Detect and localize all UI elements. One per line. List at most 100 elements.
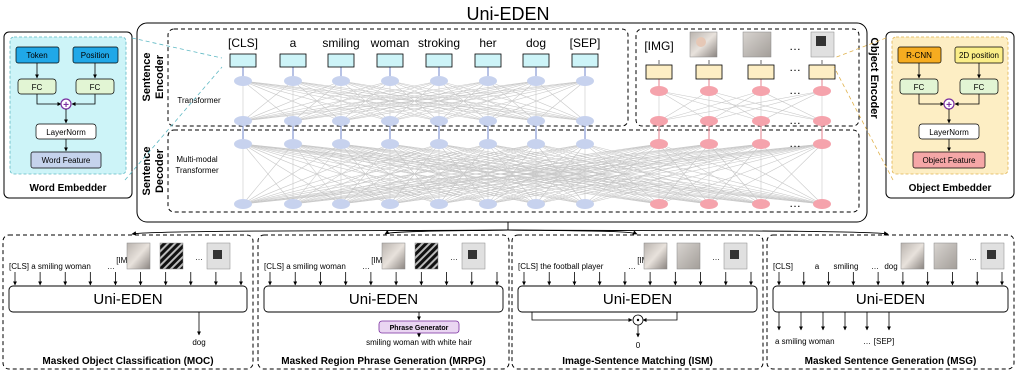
decoder-attention-edge — [487, 143, 762, 205]
object-attention-edge — [708, 90, 823, 122]
object-layernorm-label: LayerNorm — [929, 128, 969, 137]
object-fc-2-label: FC — [974, 83, 985, 92]
object-node — [813, 139, 831, 149]
sentence-node — [479, 199, 497, 209]
object-embedding-box — [695, 64, 723, 80]
sentence-node — [527, 139, 545, 149]
sentence-node — [284, 199, 302, 209]
task-panel-moc — [2, 234, 254, 370]
object-embedding-box — [808, 64, 836, 80]
sentence-token: [SEP] — [570, 36, 601, 50]
decoder-attention-edge — [242, 143, 823, 205]
task-output-sep: [SEP] — [874, 337, 894, 346]
sentence-node — [234, 139, 252, 149]
task-output: 0 — [636, 341, 641, 350]
object-embedder-caption: Object Embedder — [909, 183, 992, 194]
object-attention-edge — [658, 90, 823, 122]
sentence-node — [332, 199, 350, 209]
object-attention-edge — [658, 90, 762, 122]
token-label: Token — [26, 51, 47, 60]
task-output: dog — [192, 338, 205, 347]
sentence-decoder-box — [167, 129, 860, 213]
region-image-3-inner — [816, 36, 826, 46]
encoder-attention-edge — [292, 80, 586, 122]
object-embedder-panel — [885, 31, 1015, 199]
phrase-generator-label: Phrase Generator — [390, 325, 449, 332]
task-img-token: [IMG] — [371, 256, 391, 265]
word-embedder-panel — [3, 31, 133, 199]
word-layernorm-label: LayerNorm — [46, 128, 86, 137]
encoder-attention-edge — [389, 80, 586, 122]
decoder-attention-edge — [292, 143, 823, 205]
decoder-attention-edge — [242, 143, 294, 205]
sentence-token: dog — [526, 36, 546, 50]
object-plus-sign: + — [946, 100, 952, 111]
sentence-node — [234, 76, 252, 86]
task-thumbnail-inner — [987, 250, 996, 259]
sentence-node — [234, 199, 252, 209]
sentence-node — [576, 76, 594, 86]
sentence-node — [576, 139, 594, 149]
task-output-dots: … — [863, 337, 871, 346]
encoder-attention-edge — [242, 80, 342, 122]
sentence-token: a — [290, 36, 297, 50]
encoder-attention-edge — [535, 80, 586, 122]
task-thumbnail — [643, 242, 668, 270]
task-model-box — [8, 285, 248, 313]
task-panel-msg — [766, 234, 1015, 370]
sentence-node — [576, 116, 594, 126]
object-fc-1-label: FC — [914, 83, 925, 92]
encoder-attention-edge — [242, 80, 489, 122]
task-thumbnail — [159, 242, 184, 270]
task-input-word: smiling — [834, 262, 859, 271]
decoder-attention-edge — [535, 143, 823, 205]
task-model-label: Uni-EDEN — [93, 291, 162, 308]
object-embedding-box — [645, 64, 673, 80]
object-feature-box — [912, 151, 986, 169]
task-img-token: [IMG] — [116, 256, 136, 265]
decoder-attention-edge — [242, 143, 391, 205]
task-caption: Image-Sentence Matching (ISM) — [562, 356, 713, 367]
task-thumbnail-inner — [468, 250, 477, 259]
position-label: Position — [81, 51, 109, 60]
word-embedding-box — [474, 53, 502, 68]
region-image-2 — [742, 31, 772, 58]
encoder-attention-edge — [242, 80, 440, 122]
object-ellipsis-top: … — [789, 39, 801, 53]
encoder-attention-edge — [340, 80, 586, 122]
decoder-attention-edge — [708, 143, 823, 205]
sentence-node — [479, 116, 497, 126]
sentence-node — [527, 116, 545, 126]
encoder-attention-edge — [242, 80, 586, 122]
object-encoder-label: Object Encoder — [868, 37, 880, 119]
task-caption: Masked Region Phrase Generation (MRPG) — [281, 356, 486, 367]
encoder-attention-edge — [242, 80, 537, 122]
encoder-attention-edge — [242, 80, 391, 122]
ism-img-arrow — [642, 312, 678, 322]
object-ellipsis: … — [789, 196, 801, 210]
sentence-node — [332, 116, 350, 126]
decoder-attention-edge — [584, 143, 710, 205]
task-model-box — [772, 285, 1009, 313]
task-input-word: a — [815, 262, 820, 271]
word-embedder-caption: Word Embedder — [29, 183, 106, 194]
sentence-node — [284, 76, 302, 86]
word-embedding-box — [571, 53, 599, 68]
encoder-attention-edge — [242, 80, 294, 122]
ism-product-dot — [636, 318, 640, 322]
sentence-token: her — [479, 36, 496, 50]
decoder-attention-edge — [340, 143, 762, 205]
task-input-dots: … — [871, 262, 879, 271]
object-node — [650, 139, 668, 149]
word-feature-label: Word Feature — [42, 156, 91, 165]
task-thumbnail — [381, 242, 406, 270]
ism-cls-arrow — [531, 312, 633, 322]
word-feature-box — [30, 151, 102, 169]
word-callout-bottom — [124, 66, 223, 181]
sentence-node — [576, 199, 594, 209]
sentence-token: smiling — [322, 36, 359, 50]
sentence-node — [527, 76, 545, 86]
sentence-node — [381, 116, 399, 126]
object-node — [650, 116, 668, 126]
